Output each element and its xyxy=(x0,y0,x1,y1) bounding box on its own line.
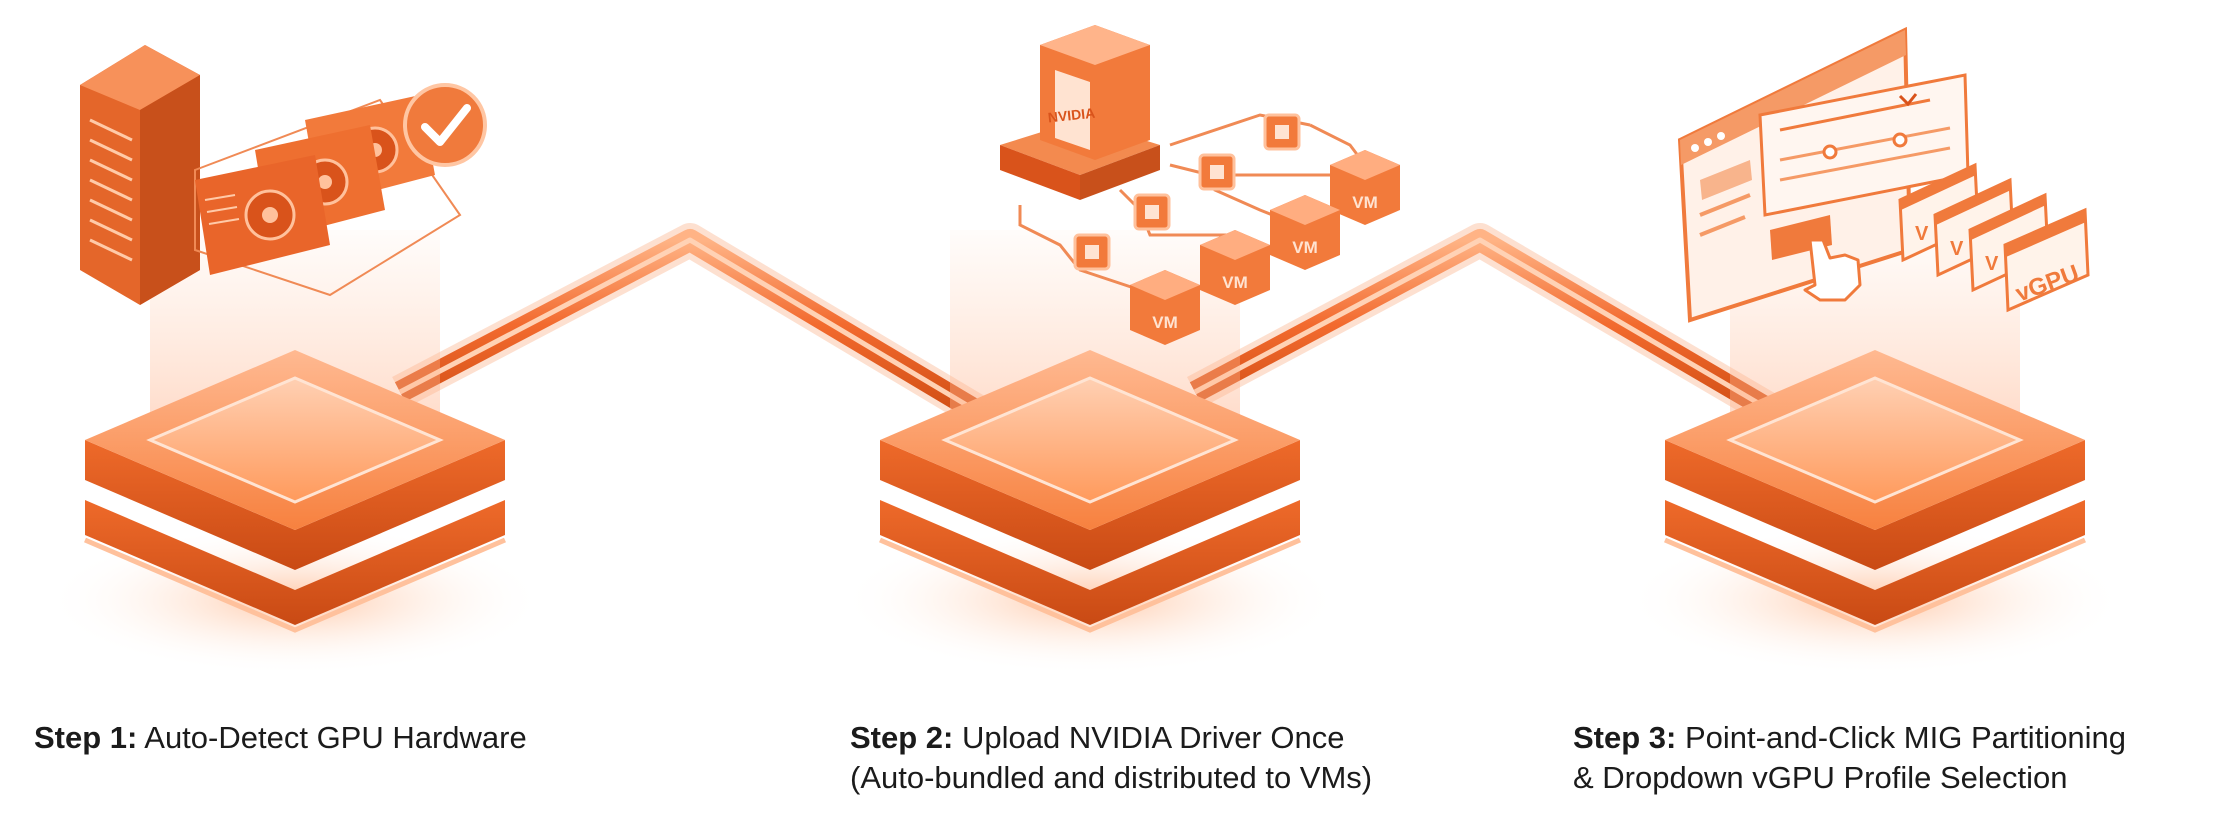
driver-box-icon: NVIDIA xyxy=(1000,25,1160,200)
step-1-label: Step 1: xyxy=(34,720,138,755)
svg-text:VM: VM xyxy=(1222,273,1248,292)
connector-pipe-1-2 xyxy=(392,223,984,425)
svg-text:V: V xyxy=(1950,238,1964,260)
chip-icon xyxy=(1133,193,1171,231)
chip-icon xyxy=(1073,233,1111,271)
dropdown-panel-icon xyxy=(1758,73,1970,217)
vgpu-profile-card-icon: vGPU xyxy=(2003,207,2090,313)
svg-text:VM: VM xyxy=(1292,238,1318,257)
platform-step-2 xyxy=(840,350,1340,675)
hand-pointer-icon xyxy=(1803,238,1862,302)
driver-distribution-network: NVIDIA VM VM V xyxy=(1000,25,1400,345)
step-3-caption: Step 3: Point-and-Click MIG Partitioning… xyxy=(1573,718,2126,798)
platform-step-1 xyxy=(45,350,545,675)
vm-cube-icon: VM xyxy=(1330,150,1400,225)
vm-cube-icon: VM xyxy=(1130,270,1200,345)
step-2-caption-line-1: Step 2: Upload NVIDIA Driver Once xyxy=(850,718,1344,758)
step-2-label: Step 2: xyxy=(850,720,954,755)
step-1-caption-line: Step 1: Auto-Detect GPU Hardware xyxy=(34,720,527,755)
svg-text:V: V xyxy=(1915,223,1929,245)
step-2-title: Upload NVIDIA Driver Once xyxy=(961,720,1345,755)
chip-icon xyxy=(1263,113,1301,151)
step-1-caption: Step 1: Auto-Detect GPU Hardware xyxy=(34,718,527,758)
connector-pipes xyxy=(392,223,1779,425)
checkmark-badge-icon xyxy=(403,83,487,167)
svg-text:VM: VM xyxy=(1352,193,1378,212)
connector-pipe-2-3 xyxy=(1187,223,1779,425)
step-3-subtitle: & Dropdown vGPU Profile Selection xyxy=(1573,760,2068,795)
management-ui-illustration: V V V vGPU xyxy=(1677,26,2090,323)
gpu-card-icon xyxy=(195,155,330,275)
step-3-caption-line-1: Step 3: Point-and-Click MIG Partitioning xyxy=(1573,718,2126,758)
driver-box-label: NVIDIA xyxy=(1047,105,1096,126)
svg-text:V: V xyxy=(1985,253,1999,275)
svg-text:VM: VM xyxy=(1152,313,1178,332)
vm-cube-icon: VM xyxy=(1200,230,1270,305)
step-2-subtitle: (Auto-bundled and distributed to VMs) xyxy=(850,760,1373,795)
server-rack-icon xyxy=(80,45,200,305)
step-1-title: Auto-Detect GPU Hardware xyxy=(144,720,527,755)
gpu-cards-icon xyxy=(194,95,462,297)
step-2-caption: Step 2: Upload NVIDIA Driver Once (Auto-… xyxy=(850,718,1373,798)
step-3-label: Step 3: xyxy=(1573,720,1677,755)
step-3-title: Point-and-Click MIG Partitioning xyxy=(1684,720,2127,755)
chip-icon xyxy=(1198,153,1236,191)
platform-step-3 xyxy=(1625,350,2125,675)
vm-cube-icon: VM xyxy=(1270,195,1340,270)
